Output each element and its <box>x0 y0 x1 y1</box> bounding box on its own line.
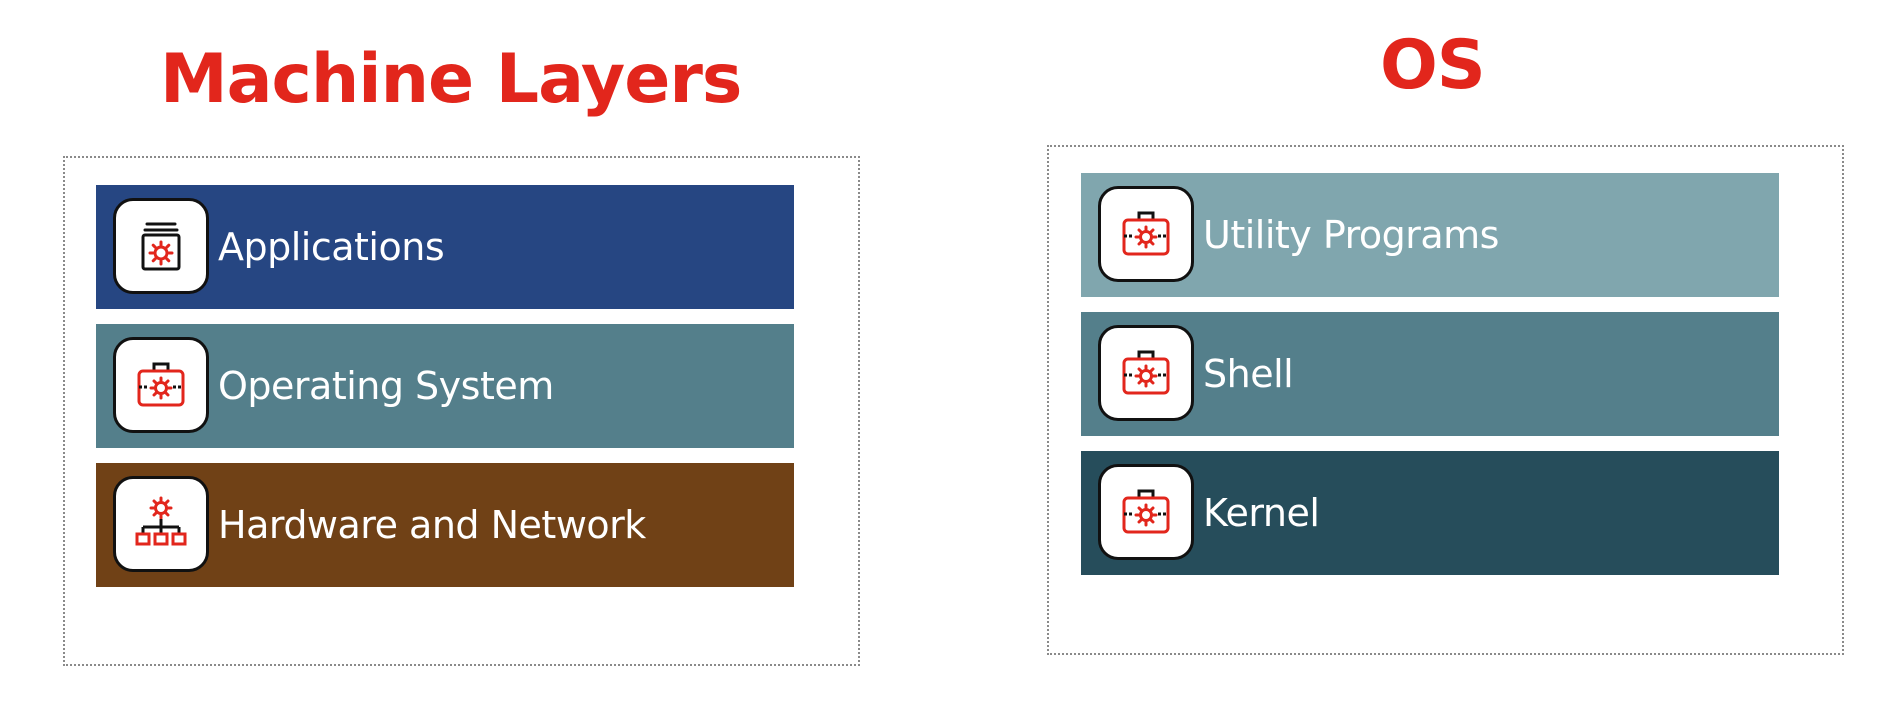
layer-kernel: Kernel <box>1081 451 1779 575</box>
layer-label: Hardware and Network <box>218 503 646 547</box>
toolbox-gear-icon <box>1098 325 1194 421</box>
os-frame <box>1047 145 1844 655</box>
layer-label: Applications <box>218 225 445 269</box>
layer-applications: Applications <box>96 185 794 309</box>
machine-layers-title: Machine Layers <box>160 40 742 119</box>
toolbox-gear-icon <box>1098 464 1194 560</box>
layer-label: Kernel <box>1203 491 1320 535</box>
machine-layers-frame <box>63 156 860 666</box>
layer-label: Operating System <box>218 364 554 408</box>
layer-operating-system: Operating System <box>96 324 794 448</box>
layer-hardware-and-network: Hardware and Network <box>96 463 794 587</box>
os-title: OS <box>1380 26 1486 105</box>
toolbox-gear-icon <box>1098 186 1194 282</box>
layer-label: Shell <box>1203 352 1294 396</box>
layer-shell: Shell <box>1081 312 1779 436</box>
layer-label: Utility Programs <box>1203 213 1499 257</box>
network-gear-icon <box>113 476 209 572</box>
app-stack-gear-icon <box>113 198 209 294</box>
layer-utility-programs: Utility Programs <box>1081 173 1779 297</box>
toolbox-gear-icon <box>113 337 209 433</box>
